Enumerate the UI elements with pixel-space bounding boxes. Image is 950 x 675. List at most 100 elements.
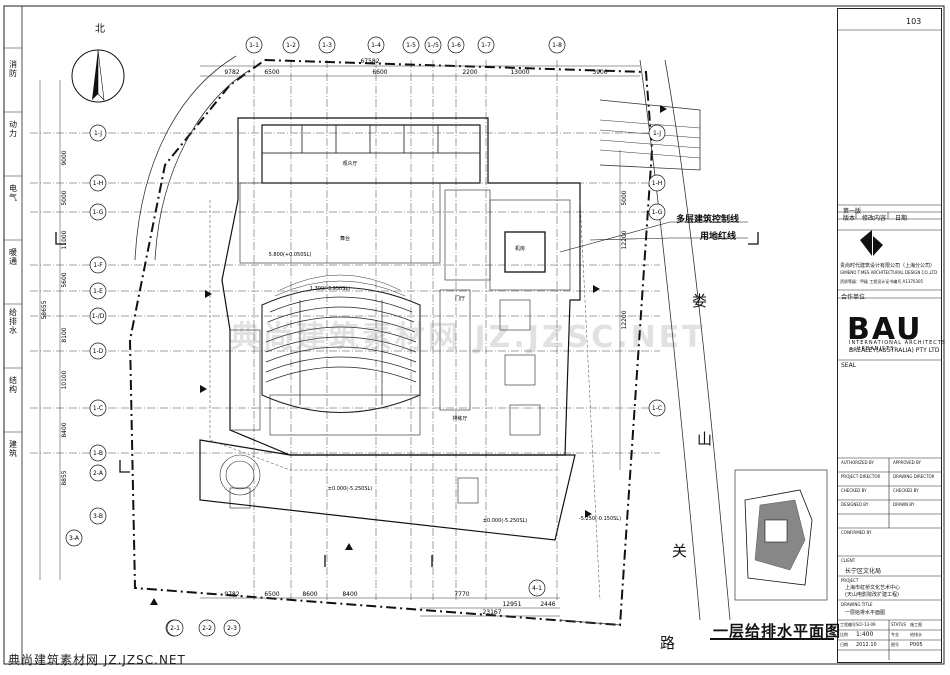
grid-bubble-left-0: 1-J [89, 124, 107, 142]
firm-cert: 资质等级：甲级 工程设计证书编号 A1370305 [840, 279, 924, 284]
grid-bubble-top-4: 1-5 [402, 36, 420, 54]
approved-by-label: APPROVED BY [893, 460, 922, 465]
strip-label-hvac: 暖通 [9, 248, 17, 266]
client-label: CLIENT [841, 558, 856, 563]
grid-bubble-left-8: 1-B [89, 444, 107, 462]
drawing-no-label: 图号 [891, 642, 899, 647]
grid-bubble-left-1: 1-H [89, 174, 107, 192]
dim-left-1: 5000 [61, 190, 68, 205]
grid-bubble-top-5: 1-/5 [424, 36, 442, 54]
grid-bubble-bottom-1-label: 2-2 [202, 625, 212, 632]
rev-header-date: 日期 [895, 215, 908, 222]
date-label: 日期 [840, 642, 848, 647]
grid-bubble-left-7-label: 1-C [93, 405, 103, 412]
date-value: 2012.10 [856, 642, 877, 648]
grid-bubble-left-9: 2-A [89, 464, 107, 482]
checked-by-2-label: CHECKED BY [893, 488, 919, 493]
grid-bubble-left-4: 1-E [89, 282, 107, 300]
strip-label-power: 动力 [9, 120, 17, 138]
checked-by-label: CHECKED BY [841, 488, 867, 493]
sheet-frame [3, 5, 945, 665]
grid-bubble-right-3-label: 1-C [652, 405, 662, 412]
grid-bubble-left-10-label: 3-B [93, 513, 103, 520]
title-block [837, 8, 942, 663]
grid-bubble-left-11: 3-A [65, 529, 83, 547]
dim-left-2: 11000 [61, 230, 68, 249]
grid-bubble-top-6: 1-6 [447, 36, 465, 54]
project-value-1: 上海市虹桥文化艺术中心 [845, 585, 901, 591]
redline-label: 用地红线 [700, 232, 737, 242]
dim-top-1: 6500 [264, 69, 279, 76]
grid-bubble-top-7-label: 1-7 [481, 42, 491, 49]
bau-subtitle: INTERNATIONAL ARCHITECTS + URBANISTS [849, 340, 946, 352]
grid-bubbles-right: 1-J 1-H 1-G 1-C [648, 124, 666, 417]
grid-bubble-left-10: 3-B [89, 507, 107, 525]
strip-label-architecture: 建筑 [9, 440, 17, 458]
grid-bubbles-left: 1-J1-H1-G1-F1-E1-/D1-D1-C1-B2-A3-B3-A2-B [65, 124, 183, 637]
grid-bubble-left-8-label: 1-B [93, 450, 103, 457]
strip-label-electric: 电气 [9, 184, 17, 202]
grid-bubble-bottom-2-label: 2-3 [227, 625, 237, 632]
elevation-labels: 5.800(+0.050SL)1.300(-3.950SL)±0.000(-5.… [269, 252, 621, 524]
elevation-label-2: ±0.000(-5.250SL) [328, 486, 373, 492]
grid-bubble-left-0-label: 1-J [94, 130, 102, 137]
firm-name-cn: 贵尚时代建筑设计有限公司（上海分公司） [840, 263, 936, 269]
grid-bubble-left-5-label: 1-/D [92, 313, 105, 320]
dim-bottom-4: 7770 [454, 591, 469, 598]
status-value: 施工图 [910, 622, 922, 627]
job-no: SCI-13-09 [856, 622, 876, 627]
key-plan [734, 469, 828, 601]
grid-bubble-top-6-label: 1-6 [451, 42, 461, 49]
dim-right-0: 5000 [621, 190, 628, 205]
grid-bubble-left-5: 1-/D [89, 307, 107, 325]
grid-bubble-left-3: 1-F [89, 256, 107, 274]
firm-logo-icon [860, 230, 883, 256]
dim-top-5: 6600 [372, 69, 387, 76]
rev-header-version: 版本 [843, 215, 856, 222]
grid-bubble-left-6: 1-D [89, 342, 107, 360]
dim-left-7: 58655 [41, 300, 48, 319]
strip-label-fire: 消防 [9, 60, 17, 78]
drawing-title-label: DRAWING TITLE [841, 602, 873, 607]
title-block-lines [837, 29, 942, 660]
grid-bubble-bottom-2: 2-3 [223, 619, 241, 637]
project-director-label: PROJECT DIRECTOR [841, 474, 881, 479]
room-label-1: 观众厅 [342, 161, 357, 167]
grid-bubble-top-3: 1-4 [367, 36, 385, 54]
confirmed-by-label: CONFIRMED BY [841, 530, 872, 535]
dim-left-8: 8855 [61, 470, 68, 485]
dim-top-4: 3900 [592, 69, 607, 76]
grid-bubble-top-2: 1-3 [318, 36, 336, 54]
grid-bubble-top-1-label: 1-2 [286, 42, 296, 49]
grid-bubble-left-2: 1-G [89, 203, 107, 221]
dim-right-1: 12200 [621, 230, 628, 249]
dim-bottom-3: 8400 [342, 591, 357, 598]
dim-top-3: 13000 [510, 69, 529, 76]
strip-label-plumbing: 给排水 [9, 308, 17, 335]
grid-bubble-right-2-label: 1-G [652, 209, 663, 216]
grid-bubble-top-8-label: 1-8 [552, 42, 562, 49]
strip-label-structure: 结构 [9, 376, 17, 394]
grid-bubble-top-8: 1-8 [548, 36, 566, 54]
grid-bubble-right-1: 1-H [648, 174, 666, 192]
room-label-2: 门厅 [455, 295, 465, 302]
dim-left-3: 5600 [61, 272, 68, 287]
grid-bubble-top-5-label: 1-/5 [427, 42, 439, 49]
authorized-by-label: AUTHORIZED BY [841, 460, 874, 465]
north-arrow-icon [71, 49, 125, 103]
grid-bubble-right-0-label: 1-J [653, 130, 661, 137]
discipline-value: 给排水 [910, 632, 922, 637]
grid-bubble-top-4-label: 1-5 [406, 42, 416, 49]
grid-bubble-bottom-0: 2-1 [166, 619, 184, 637]
dim-bottom-2: 8600 [302, 591, 317, 598]
elevation-label-0: 5.800(+0.050SL) [269, 252, 312, 258]
north-label: 北 [95, 24, 105, 35]
status-label: STATUS [891, 622, 907, 627]
grid-bubble-right-1-label: 1-H [652, 180, 663, 187]
grid-bubble-right-2: 1-G [648, 203, 666, 221]
